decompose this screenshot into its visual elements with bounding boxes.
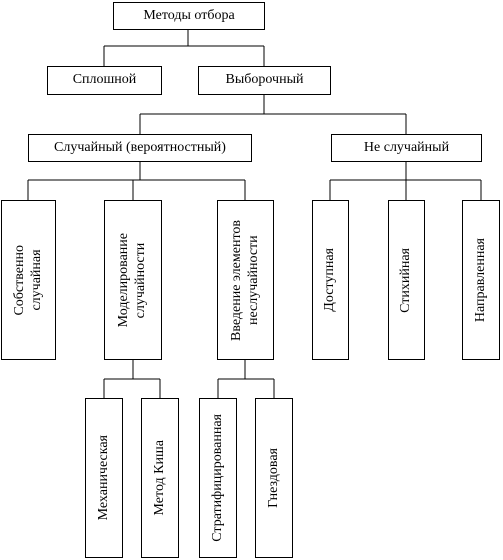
- accessible-node: Доступная: [312, 200, 349, 360]
- nonrandom-label: Не случайный: [363, 139, 450, 155]
- modeling-node: Моделирование случайности: [104, 200, 162, 360]
- sample-method-node: Выборочный: [198, 66, 331, 95]
- spontaneous-node: Стихийная: [388, 200, 425, 360]
- accessible-label: Доступная: [322, 248, 338, 312]
- full-method-label: Сплошной: [72, 72, 137, 88]
- stratified-node: Стратифицированная: [199, 398, 237, 558]
- directed-label: Направленная: [472, 237, 488, 323]
- kish-method-label: Метод Киша: [151, 440, 167, 516]
- stratified-label: Стратифицированная: [209, 414, 225, 542]
- proper-random-node: Собственно случайная: [1, 200, 56, 360]
- proper-random-label: Собственно случайная: [11, 244, 44, 316]
- nonrandom-elements-node: Введение элементов неслучайности: [217, 200, 274, 360]
- cluster-label: Гнездовая: [265, 448, 281, 508]
- root-label: Методы отбора: [143, 7, 235, 23]
- random-node: Случайный (вероятностный): [28, 134, 252, 162]
- root-node: Методы отбора: [113, 2, 265, 30]
- full-method-node: Сплошной: [47, 66, 162, 95]
- nonrandom-node: Не случайный: [331, 134, 482, 162]
- mechanical-node: Механическая: [85, 398, 123, 558]
- sample-method-label: Выборочный: [225, 72, 304, 88]
- random-label: Случайный (вероятностный): [54, 139, 226, 155]
- modeling-label: Моделирование случайности: [116, 232, 148, 328]
- spontaneous-label: Стихийная: [398, 247, 414, 313]
- nonrandom-elements-label: Введение элементов неслучайности: [228, 219, 261, 341]
- cluster-node: Гнездовая: [255, 398, 293, 558]
- mechanical-label: Механическая: [95, 435, 111, 521]
- kish-method-node: Метод Киша: [141, 398, 179, 558]
- directed-node: Направленная: [462, 200, 500, 360]
